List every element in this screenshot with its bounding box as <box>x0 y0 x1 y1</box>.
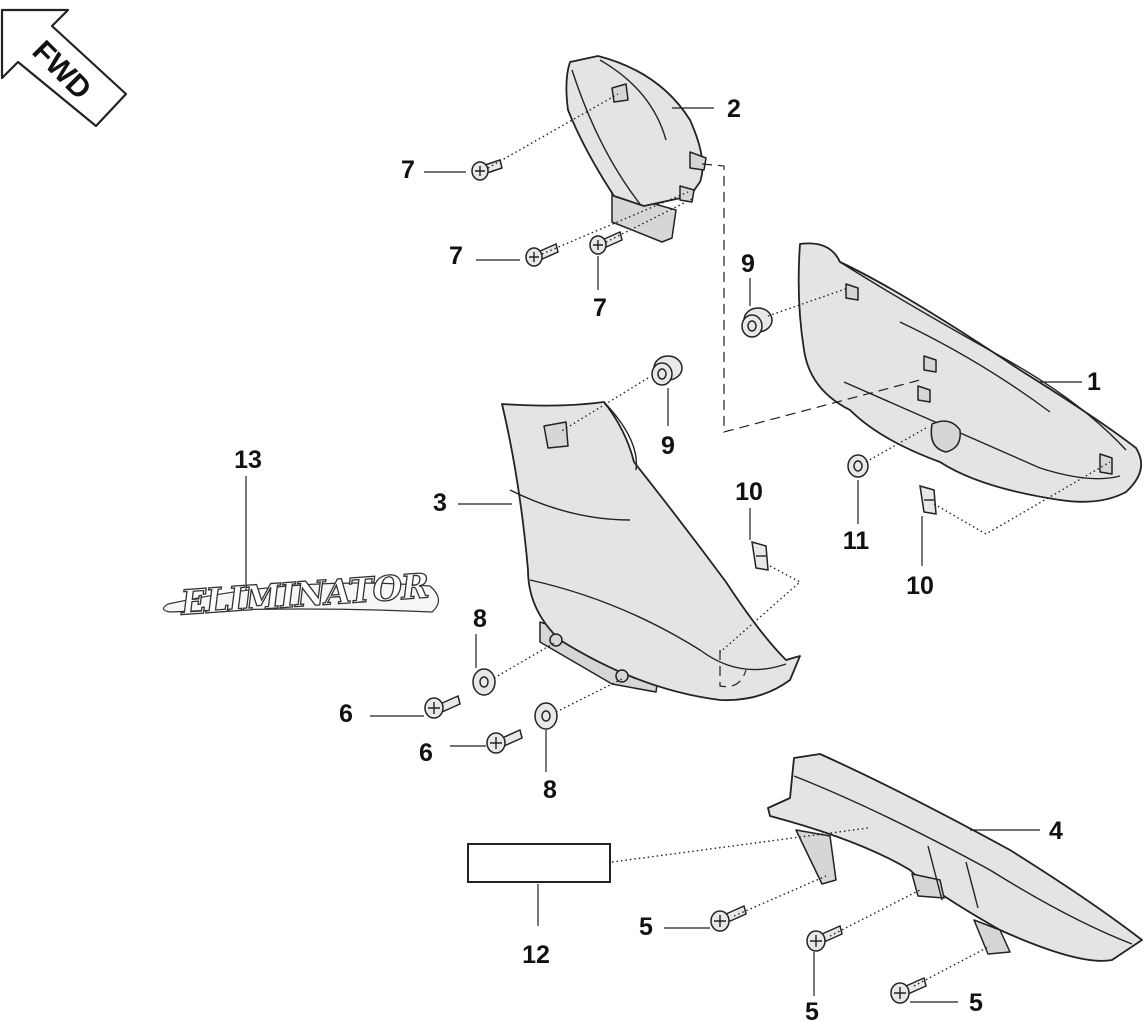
part-4-chain-guard <box>767 753 1143 962</box>
clip-10-right <box>919 484 937 515</box>
part-3-hole <box>549 633 563 647</box>
callout-6-upper: 6 <box>339 700 353 728</box>
callout-11: 11 <box>843 527 870 555</box>
callout-7-top: 7 <box>401 156 415 184</box>
part-1-side-cover <box>797 242 1143 503</box>
part-2-tab <box>689 151 707 171</box>
callout-9-left: 9 <box>661 432 675 460</box>
part-4-bracket <box>911 873 945 899</box>
part-3-body <box>501 401 801 702</box>
assembly-lines <box>487 93 1111 987</box>
callout-1: 1 <box>1087 368 1101 396</box>
part-4-bracket <box>795 829 837 885</box>
grommet-11 <box>847 454 869 478</box>
part-1-tab <box>917 385 931 403</box>
washer-8-lower <box>534 702 558 730</box>
clip-10-left <box>751 540 769 571</box>
part-2-mounting-plate <box>611 191 677 243</box>
callout-3: 3 <box>433 489 447 517</box>
screw-7-top <box>471 159 503 181</box>
part-1-groove <box>899 321 1051 413</box>
part-1-top-ridge <box>839 261 1127 451</box>
screw-7-mid-right <box>589 230 623 255</box>
washer-8-upper <box>472 668 496 696</box>
part-13-emblem: ELIMINATOR <box>162 566 440 624</box>
screw-5-left <box>710 904 747 932</box>
leader-lines <box>245 107 1082 1003</box>
part-3-hidden-tab <box>719 650 747 688</box>
screw-6-upper <box>424 694 461 719</box>
callout-9-right: 9 <box>741 250 755 278</box>
part-2-body <box>565 55 704 207</box>
callout-12: 12 <box>522 941 550 969</box>
part-1-tab <box>845 283 859 301</box>
part-3-tab <box>543 421 569 449</box>
callout-7-mid-right: 7 <box>593 294 607 322</box>
callout-numbers: 1 2 3 4 5 5 5 6 6 7 7 7 8 8 9 9 10 10 11… <box>234 95 1101 1022</box>
part-4-bracket <box>973 919 1011 955</box>
callout-13: 13 <box>234 446 262 474</box>
part-1-body <box>797 242 1143 503</box>
callout-8-upper: 8 <box>473 605 487 633</box>
part-1-grommet-hole <box>930 420 961 453</box>
part-2-tab <box>611 83 629 103</box>
part-2-rim <box>571 69 641 205</box>
part-4-crease <box>965 861 979 909</box>
part-3-lower-ridge <box>529 579 787 671</box>
callout-5-right: 5 <box>969 989 983 1017</box>
emblem-swoosh <box>162 582 440 613</box>
grommet-9-right <box>741 307 773 338</box>
part-1-tab <box>923 355 937 373</box>
part-4-crease <box>927 845 943 901</box>
callout-5-left: 5 <box>639 913 653 941</box>
fwd-arrow-icon <box>0 8 128 128</box>
part-1-lower-ridge <box>843 381 1121 480</box>
part-4-top-edge <box>793 775 1133 945</box>
fwd-arrow-badge: FWD <box>0 8 128 128</box>
part-2-cover <box>565 55 707 243</box>
emblem-logo-text: ELIMINATOR <box>179 566 430 623</box>
grommet-9-left <box>651 355 683 386</box>
part-2-contour <box>599 59 667 141</box>
callout-7-mid-left: 7 <box>449 242 463 270</box>
part-3-contour <box>509 489 631 521</box>
screw-5-right <box>890 976 927 1004</box>
part-3-edge <box>603 401 638 471</box>
callout-2: 2 <box>727 95 741 123</box>
part-12-label-plate <box>467 843 611 883</box>
screw-7-mid-left <box>525 242 559 267</box>
screw-5-middle <box>806 924 843 952</box>
part-3-hole <box>615 669 629 683</box>
callout-10-left: 10 <box>735 478 763 506</box>
callout-5-middle: 5 <box>805 998 819 1022</box>
callout-10-right: 10 <box>906 572 934 600</box>
callout-4: 4 <box>1049 817 1063 845</box>
part-3-side-cover <box>501 401 801 702</box>
callout-6-lower: 6 <box>419 739 433 767</box>
screw-6-lower <box>486 728 523 754</box>
callout-8-lower: 8 <box>543 776 557 804</box>
